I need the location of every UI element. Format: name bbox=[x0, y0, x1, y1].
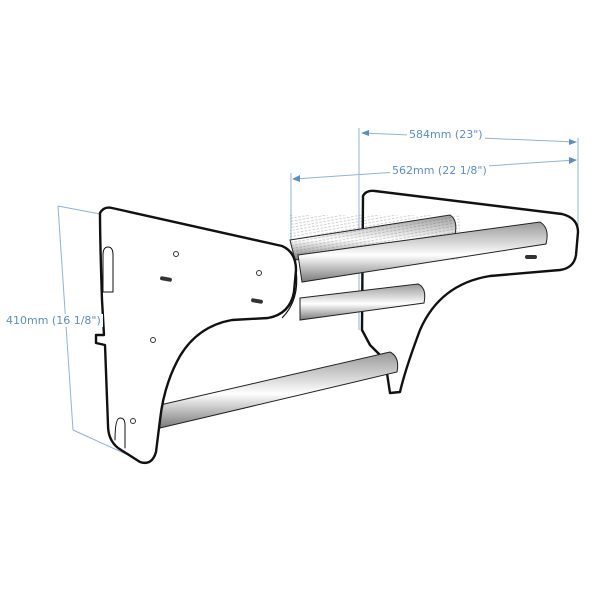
screw-hole-icon bbox=[256, 270, 262, 276]
mounting-slot-front-1 bbox=[160, 276, 172, 282]
screw-hole-icon bbox=[150, 337, 156, 343]
bar-4 bbox=[159, 351, 399, 429]
bar-2 bbox=[297, 221, 548, 283]
arrow-left-inner bbox=[292, 175, 300, 182]
bracket-front bbox=[94, 206, 298, 465]
dimension-label-overall-depth: 584mm (23") bbox=[407, 128, 485, 141]
dimension-label-bar-length: 562mm (22 1/8") bbox=[390, 164, 489, 177]
mounting-slot-front-2 bbox=[251, 298, 263, 304]
arrow-left-outer bbox=[361, 130, 369, 136]
hook-slot-bottom bbox=[114, 417, 126, 449]
bars bbox=[159, 214, 548, 429]
screw-hole-icon bbox=[130, 418, 136, 424]
hook-slot-top bbox=[102, 246, 114, 293]
arrow-right-inner bbox=[569, 157, 577, 164]
arrow-right-outer bbox=[569, 139, 577, 145]
mounting-slot-back bbox=[525, 255, 537, 259]
dimension-label-bracket-height: 410mm (16 1/8") bbox=[4, 314, 103, 327]
screw-hole-icon bbox=[173, 251, 179, 257]
bar-3 bbox=[299, 283, 426, 321]
